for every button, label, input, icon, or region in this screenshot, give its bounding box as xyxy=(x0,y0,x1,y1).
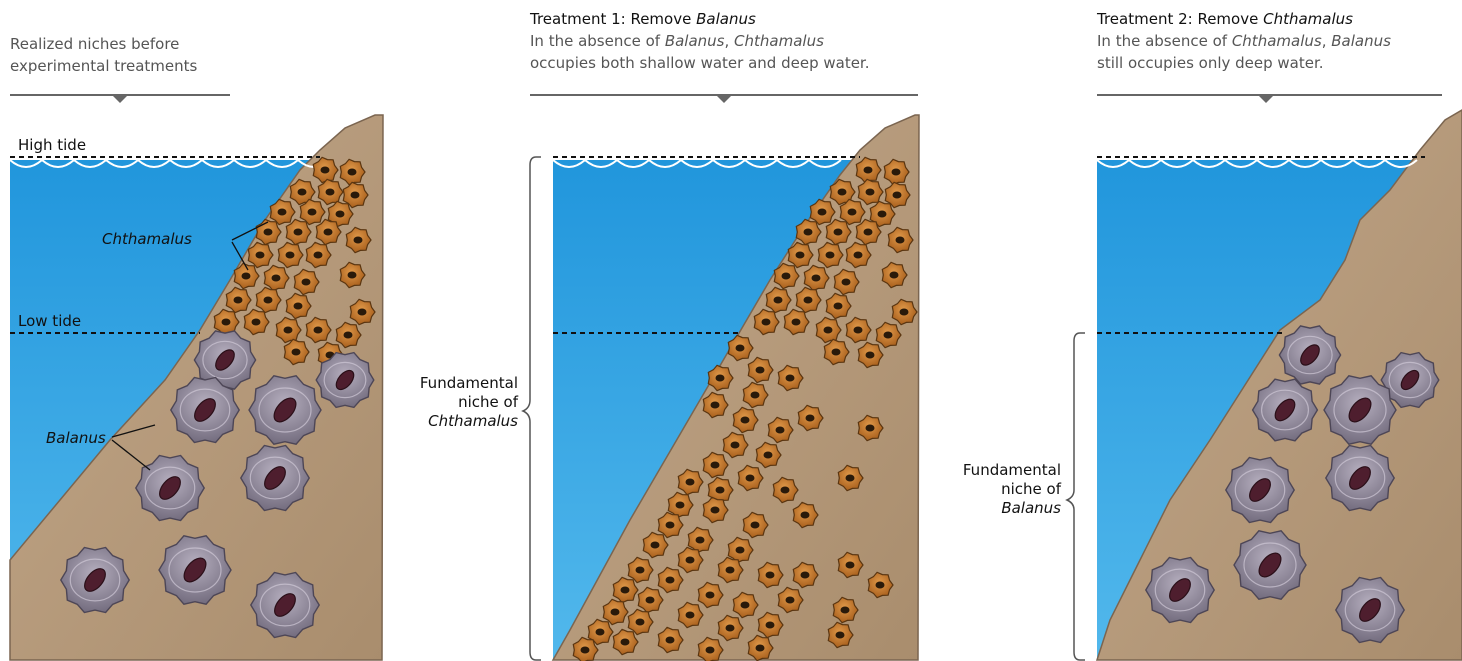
panel3-niche-line2: niche of xyxy=(920,480,1061,499)
panel1-balanus-label-text: Balanus xyxy=(46,429,106,447)
panel2-niche-line1: Fundamental xyxy=(380,374,518,393)
panel2-niche-label: Fundamental niche of Chthamalus xyxy=(380,374,518,431)
panel1-chthamalus-label-text: Chthamalus xyxy=(102,230,192,248)
panel1-scene xyxy=(10,115,383,660)
panel1-chthamalus-label: Chthamalus xyxy=(102,230,192,249)
panel2-niche-bracket xyxy=(523,157,541,660)
caption-dividers xyxy=(10,95,1442,103)
panel3-niche-label: Fundamental niche of Balanus xyxy=(920,461,1061,518)
panel2-niche-species: Chthamalus xyxy=(428,412,518,430)
panel1-high-tide-label: High tide xyxy=(18,136,86,155)
panel1-low-tide-label: Low tide xyxy=(18,312,81,331)
panel2-scene xyxy=(523,115,919,661)
panel2-niche-line2: niche of xyxy=(380,393,518,412)
panel3-niche-line1: Fundamental xyxy=(920,461,1061,480)
panel1-balanus-label: Balanus xyxy=(46,429,106,448)
panel3-scene xyxy=(1067,110,1462,660)
panel3-niche-bracket xyxy=(1067,333,1085,660)
panel3-niche-species: Balanus xyxy=(1001,499,1061,517)
